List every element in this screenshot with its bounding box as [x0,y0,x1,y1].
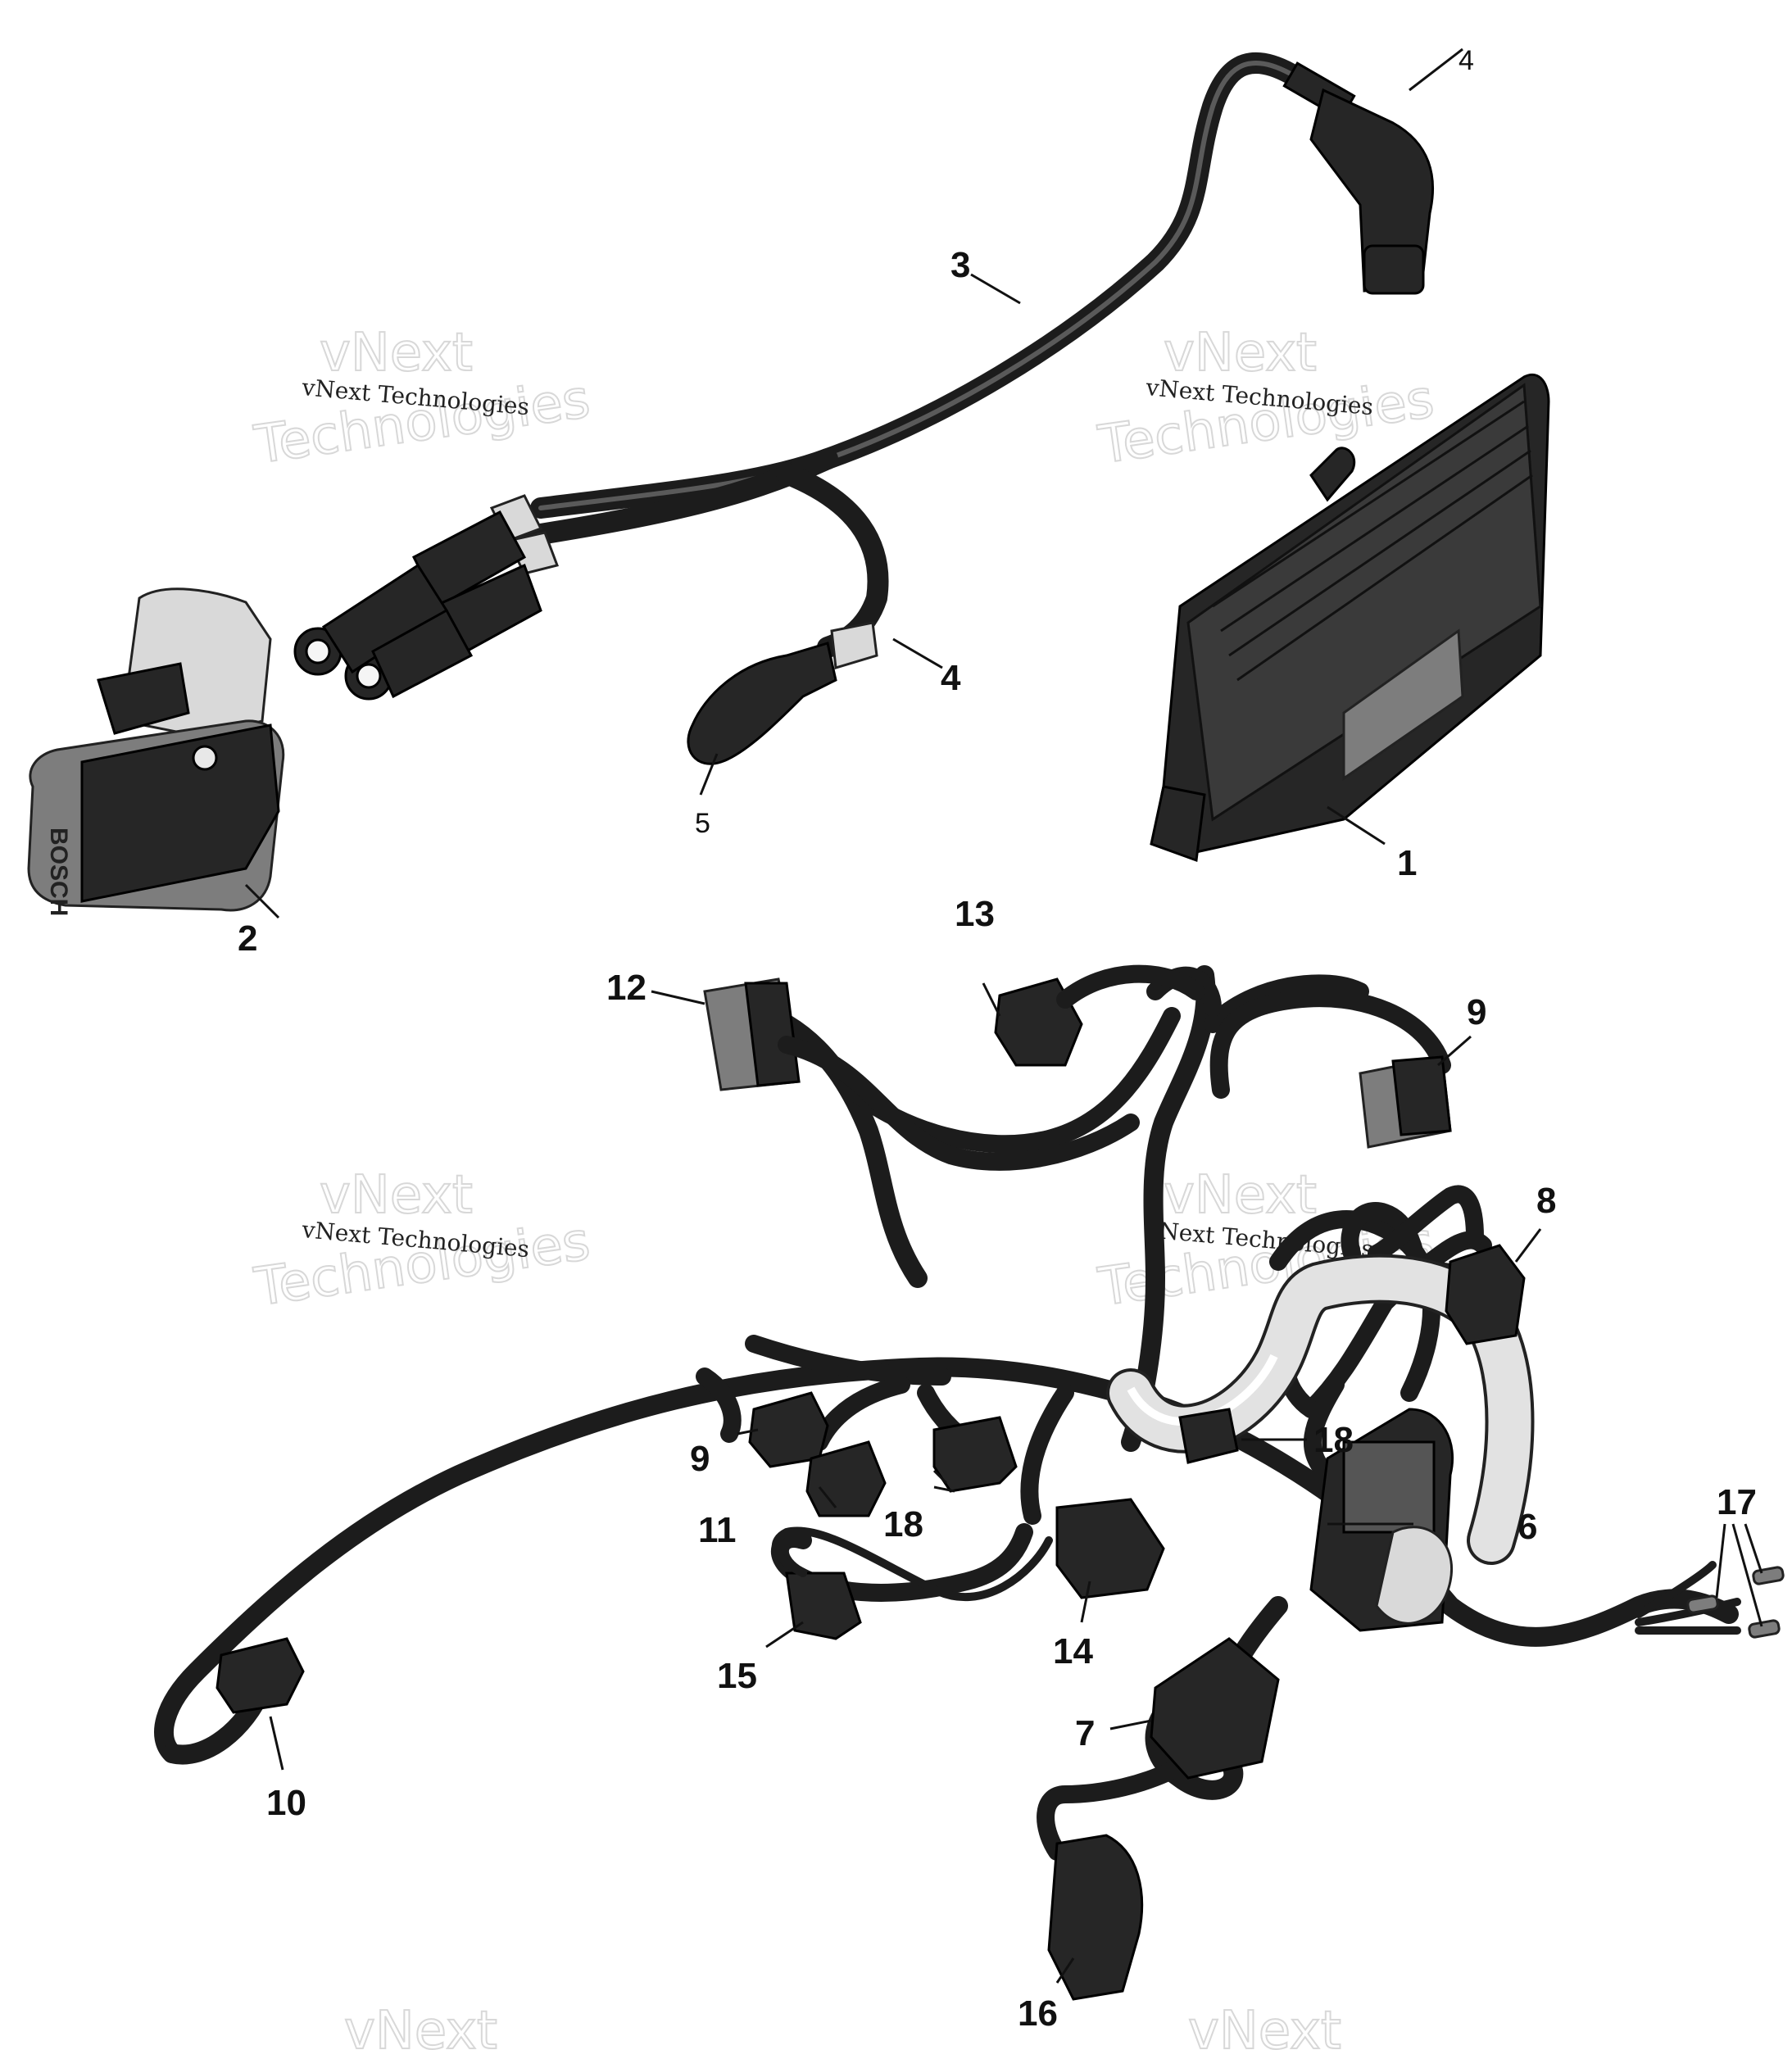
watermark-line1: vNext [1164,1165,1317,1226]
watermark-mid-left: vNext Technologies vNext Technologies [250,1164,594,1319]
callout-labels: 4 3 4 5 1 2 13 12 9 8 9 18 6 11 18 17 14… [238,45,1757,2034]
connector-8 [1445,1244,1526,1345]
callout-2: 2 [238,918,257,959]
harness-branch-9-top [1209,989,1451,1099]
watermark-line1: vNext [1188,2001,1341,2050]
connector-9-top [1359,1055,1452,1149]
callout-17: 17 [1717,1482,1757,1522]
ignition-coil-2: BOSCH [27,587,285,916]
connector-12 [703,977,1140,1171]
watermark-line1: vNext [320,1165,473,1226]
callout-8: 8 [1536,1181,1556,1221]
connector-13 [994,964,1205,1067]
callout-14: 14 [1053,1631,1093,1671]
connector-7 [1150,1637,1280,1780]
callout-15: 15 [717,1656,757,1696]
callout-13: 13 [955,894,995,934]
ignition-wire-3 [489,52,1435,551]
callout-18-right: 18 [1313,1420,1354,1460]
watermark-line1: vNext [1164,323,1317,383]
watermark-bottom: vNext vNext [343,2000,1342,2050]
callout-11: 11 [698,1510,737,1550]
watermark-line1: vNext [344,2001,497,2050]
callout-6: 6 [1518,1507,1537,1547]
callout-9-bottom: 9 [690,1439,710,1479]
callout-10: 10 [266,1783,306,1823]
ignition-wire-4 [687,463,889,765]
watermark-top-left: vNext Technologies vNext Technologies [250,322,594,477]
callout-1: 1 [1397,843,1417,883]
callout-7: 7 [1075,1713,1095,1753]
callout-4: 4 [941,658,961,698]
ecm-connector-6 [1309,1408,1454,1632]
callout-16: 16 [1018,1993,1058,2034]
bosch-marking: BOSCH [45,828,72,916]
connector-14 [1055,1498,1165,1599]
connector-18-left [932,1416,1018,1493]
callout-5-bottom: 5 [695,808,710,839]
leader-lines [244,48,1763,1984]
coil-boots [293,494,559,701]
connector-18-right [1178,1408,1239,1464]
connector-10 [215,1637,305,1714]
watermark-top-right: vNext Technologies vNext Technologies [1094,322,1438,477]
callout-12: 12 [606,968,646,1008]
callout-9-top: 9 [1467,992,1486,1032]
callout-3: 3 [950,245,970,285]
connector-15 [771,1526,1053,1640]
connector-9-bottom [748,1391,829,1468]
callout-18-left: 18 [883,1504,923,1544]
ecm-1 [1150,373,1550,863]
callout-5-top: 4 [1459,45,1474,76]
watermark-line1: vNext [320,323,473,383]
